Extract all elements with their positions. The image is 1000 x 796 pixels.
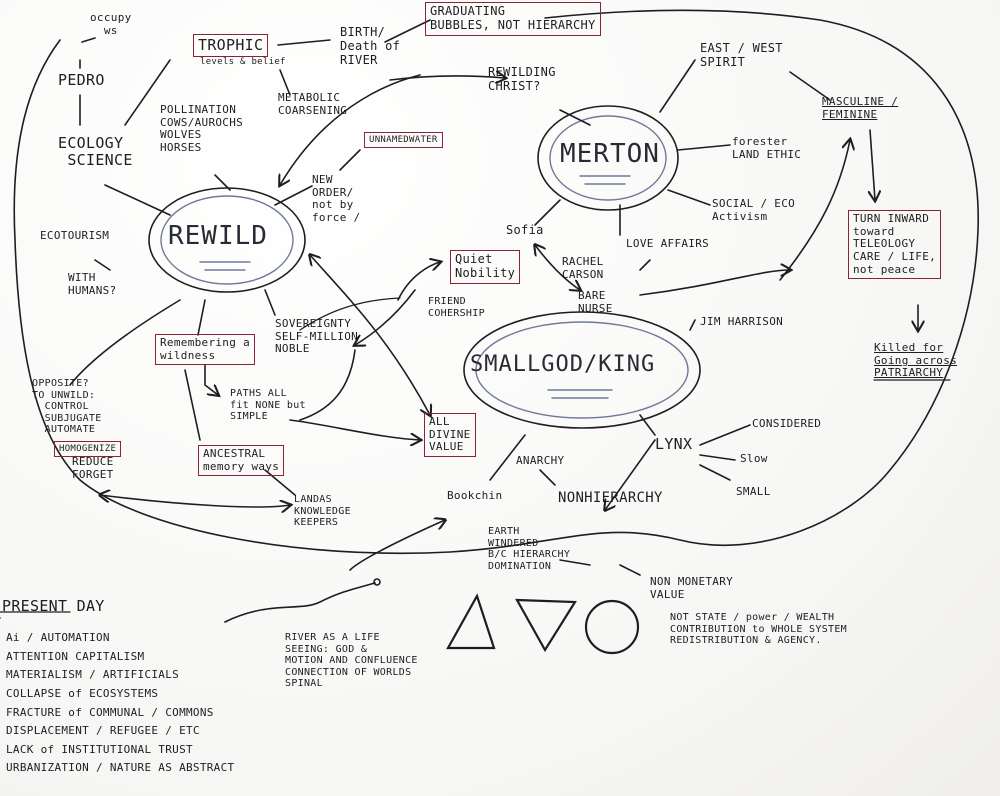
present-day-item: ATTENTION CAPITALISM (6, 649, 145, 663)
considered-note: CONSIDERED (752, 417, 822, 430)
present-day-list: Ai / AUTOMATION ATTENTION CAPITALISM MAT… (6, 631, 235, 781)
birth-note: BIRTH/ Death of RIVER (340, 25, 401, 67)
turn-inward-box: TURN INWARD toward TELEOLOGY CARE / LIFE… (848, 210, 942, 280)
small-note: SMALL (736, 485, 771, 498)
forester-note: forester LAND ETHIC (732, 135, 802, 161)
occupy-note: occupy ws (90, 11, 132, 37)
nonhierarchy-note: NONHIERARCHY (558, 490, 663, 506)
east-west-note: EAST / WEST SPIRIT (700, 41, 783, 69)
with-humans-note: WITH HUMANS? (68, 271, 117, 297)
outer-loop (13, 9, 979, 555)
present-day-item: FRACTURE of COMMUNAL / COMMONS (6, 705, 214, 719)
metabolic-note: METABOLIC COARSENING (278, 91, 348, 117)
new-order-note: NEW ORDER/ not by force / (312, 173, 361, 224)
ecotourism-note: ECOTOURISM (40, 229, 110, 242)
present-day-item: Ai / AUTOMATION (6, 631, 110, 644)
sofia-note: Sofia (506, 223, 544, 237)
all-divine-box: ALL DIVINE VALUE (424, 413, 476, 457)
rewild-title: REWILD (168, 221, 268, 251)
grad-box: GRADUATING BUBBLES, NOT HIERARCHY (425, 2, 601, 36)
smallgod-circle (463, 311, 701, 429)
jim-note: JIM HARRISON (700, 315, 784, 328)
homogenize-box: HOMOGENIZE (54, 441, 122, 458)
nonmonetary-note: NON MONETARY VALUE (650, 575, 734, 601)
rachel-note: RACHEL CARSON (562, 255, 604, 281)
trophic-box: TROPHIC (193, 34, 269, 58)
love-note: LOVE AFFAIRS (626, 237, 710, 250)
quiet-box: Quiet Nobility (450, 250, 521, 284)
merton-title: MERTON (560, 139, 660, 169)
smallgod-title: SMALLGOD/KING (470, 352, 656, 377)
earth-note: EARTH WINDERED B/C HIERARCHY DOMINATION (488, 526, 571, 572)
anarchy-note: ANARCHY (516, 454, 565, 467)
bookchin-note: Bookchin (447, 489, 503, 502)
remembering-box: Remembering a wildness (155, 334, 255, 366)
present-day-title: PRESENT DAY (2, 597, 105, 615)
friend-note: FRIEND COHERSHIP (428, 296, 485, 319)
opposite-note: OPPOSITE? TO UNWILD: CONTROL SUBJUGATE A… (32, 378, 102, 435)
ancestral-box: ANCESTRAL memory ways (198, 445, 285, 477)
killed-note: Killed for Going across PATRIARCHY (874, 341, 958, 380)
bare-note: BARE NURSE (578, 289, 613, 315)
present-day-item: LACK of INSTITUTIONAL TRUST (6, 742, 193, 756)
river-wave (224, 582, 376, 623)
pollination-note: POLLINATION COWS/AUROCHS WOLVES HORSES (160, 103, 244, 154)
rewilding-note: REWILDING CHRIST? (488, 65, 556, 93)
sovereignty-note: SOVEREIGNTY SELF-MILLION NOBLE (275, 317, 359, 356)
masculine-note: MASCULINE / FEMININE (822, 95, 899, 121)
present-day-item: COLLAPSE of ECOSYSTEMS (6, 686, 159, 700)
ecology-note: ECOLOGY SCIENCE (58, 134, 133, 170)
paths-note: PATHS ALL fit NONE but SIMPLE (230, 388, 306, 422)
social-note: SOCIAL / ECO Activism (712, 197, 796, 223)
triangle-down (515, 598, 577, 653)
reduce-note: REDUCE FORGET (72, 455, 114, 481)
circle-shape (584, 599, 640, 655)
lynx-note: LYNX (655, 435, 693, 453)
unnamed-box: UNNAMEDWATER (364, 132, 443, 149)
present-day-item: DISPLACEMENT / REFUGEE / ETC (6, 724, 200, 738)
slow-note: Slow (740, 452, 768, 465)
present-day-item: MATERIALISM / ARTIFICIALS (6, 668, 180, 682)
triangle-up (446, 593, 496, 650)
landas-note: LANDAS KNOWLEDGE KEEPERS (294, 494, 351, 528)
not-state-note: NOT STATE / power / WEALTH CONTRIBUTION … (670, 612, 847, 646)
pedro-note: PEDRO (58, 71, 105, 89)
merton-circle (537, 105, 679, 211)
present-day-item: URBANIZATION / NATURE AS ABSTRACT (6, 761, 235, 775)
trophic-sub: levels & belief (200, 57, 286, 67)
river-note: RIVER AS A LIFE SEEING: GOD & MOTION AND… (285, 632, 418, 689)
